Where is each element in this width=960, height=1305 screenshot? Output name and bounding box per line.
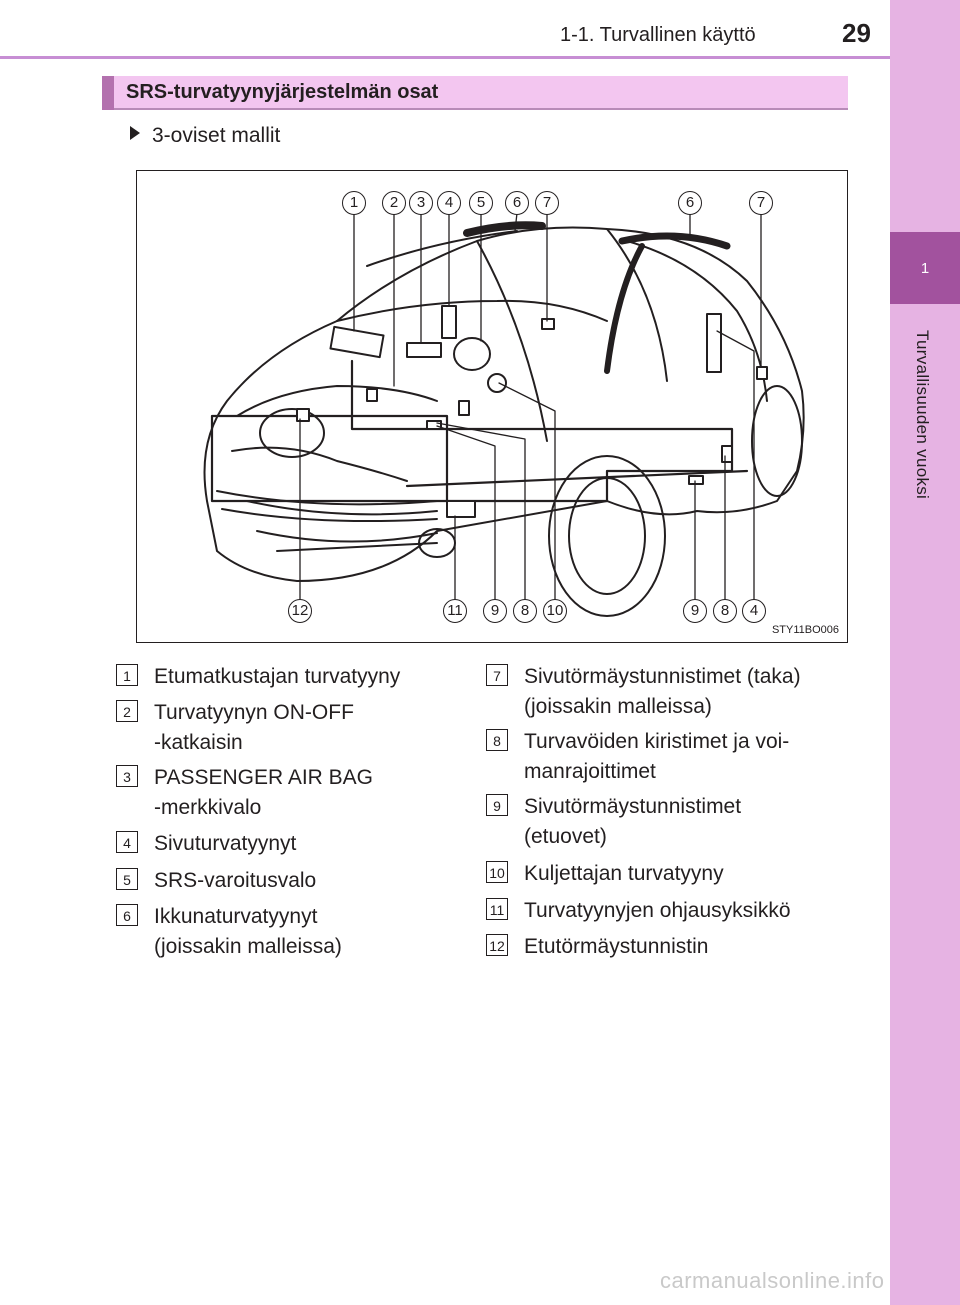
section-title-accent: [102, 76, 114, 110]
section-title: SRS-turvatyynyjärjestelmän osat: [126, 81, 439, 103]
chapter-number: 1: [920, 259, 930, 277]
subheading: 3-oviset mallit: [130, 124, 280, 148]
chapter-title: Turvallisuuden vuoksi: [913, 330, 932, 500]
callout-7: 7: [535, 191, 559, 215]
callout-2: 2: [382, 191, 406, 215]
callout-6b: 6: [678, 191, 702, 215]
callout-4: 4: [437, 191, 461, 215]
subheading-text: 3-oviset mallit: [152, 124, 281, 147]
callout-12: 12: [288, 599, 312, 623]
legend-text: Turvatyynyn ON-OFF -katkaisin: [154, 701, 354, 754]
legend-number: 4: [116, 831, 138, 853]
figure-code: STY11BO006: [771, 624, 839, 636]
legend-text: Sivuturvatyynyt: [154, 832, 297, 855]
callout-1: 1: [342, 191, 366, 215]
airbag-diagram-figure: 1 2 3 4 5 6 7 6 7 12 11 9 8 10 9 8 4 STY…: [136, 170, 848, 643]
section-title-bar: SRS-turvatyynyjärjestelmän osat: [102, 76, 848, 110]
legend-number: 11: [486, 898, 508, 920]
callout-9: 9: [483, 599, 507, 623]
legend-number: 7: [486, 664, 508, 686]
chapter-side-tab: [890, 0, 960, 1305]
legend-text: Turvatyynyjen ohjausyksikkö: [524, 899, 791, 922]
legend-text: Turvavöiden kiristimet ja voi- manrajoit…: [524, 730, 790, 783]
chapter-number-box: 1: [890, 232, 960, 304]
car-illustration: [203, 212, 805, 617]
legend-text: PASSENGER AIR BAG -merkkivalo: [154, 766, 374, 819]
running-header-section: 1-1. Turvallinen käyttö: [560, 24, 756, 46]
legend-number: 8: [486, 729, 508, 751]
callout-9b: 9: [683, 599, 707, 623]
legend-number: 9: [486, 794, 508, 816]
legend-text: SRS-varoitusvalo: [154, 869, 317, 892]
legend-number: 1: [116, 664, 138, 686]
callout-8b: 8: [713, 599, 737, 623]
legend-text: Etumatkustajan turvatyyny: [154, 665, 401, 688]
legend-number: 5: [116, 868, 138, 890]
legend-text: Sivutörmäystunnistimet (etuovet): [524, 795, 742, 848]
callout-5: 5: [469, 191, 493, 215]
callout-6: 6: [505, 191, 529, 215]
legend-number: 12: [486, 934, 508, 956]
callout-10: 10: [543, 599, 567, 623]
watermark: carmanualsonline.info: [660, 1268, 885, 1293]
legend-text: Ikkunaturvatyynyt (joissakin malleissa): [154, 905, 342, 958]
legend-text: Sivutörmäystunnistimet (taka) (joissakin…: [524, 665, 801, 718]
triangle-bullet-icon: [130, 126, 140, 140]
callout-4b: 4: [742, 599, 766, 623]
callout-3: 3: [409, 191, 433, 215]
legend-text: Kuljettajan turvatyyny: [524, 862, 724, 885]
legend-number: 3: [116, 765, 138, 787]
callout-7b: 7: [749, 191, 773, 215]
page-number: 29: [842, 18, 871, 48]
callout-8: 8: [513, 599, 537, 623]
legend-number: 10: [486, 861, 508, 883]
header-divider: [0, 56, 890, 59]
legend-text: Etutörmäystunnistin: [524, 935, 709, 958]
legend-number: 6: [116, 904, 138, 926]
legend-number: 2: [116, 700, 138, 722]
callout-11: 11: [443, 599, 467, 623]
